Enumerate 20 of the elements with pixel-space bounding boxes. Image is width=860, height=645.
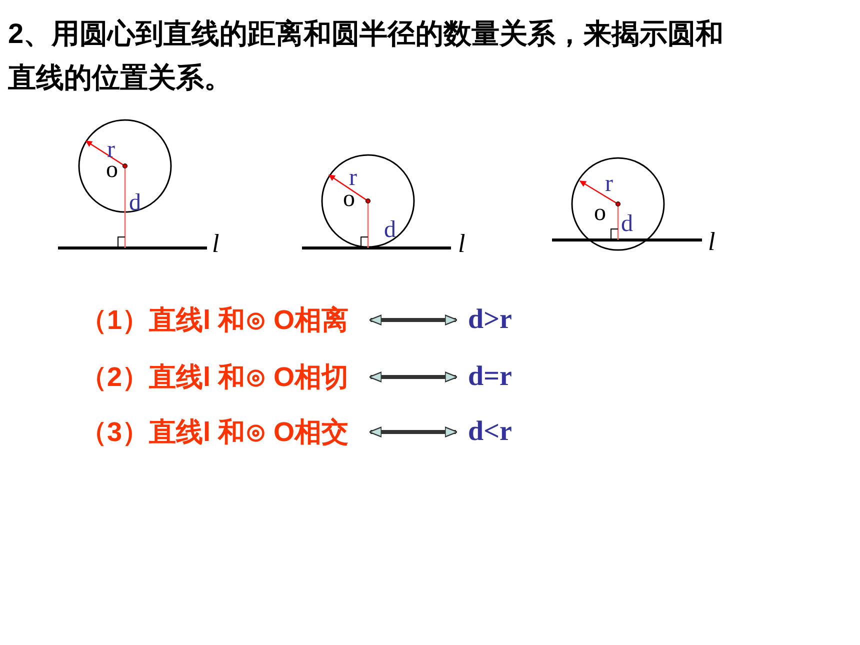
double-arrow (368, 372, 458, 382)
relation-statement: （2）直线l 和⊙ O相切 (80, 361, 349, 393)
condition-text: d>r (468, 304, 512, 336)
double-arrow (368, 314, 458, 326)
relation-statement: （3）直线l 和⊙ O相交 (80, 416, 349, 448)
relation-statement: （1）直线l 和⊙ O相离 (80, 304, 349, 336)
figure-label: l (212, 232, 220, 256)
figure-label: l (708, 230, 716, 254)
figure-label: o (343, 187, 355, 211)
figure-label: d (621, 212, 633, 236)
condition-text: d<r (468, 416, 512, 448)
figure-label: l (458, 232, 466, 256)
figure-label: r (605, 172, 613, 196)
figure-label: r (349, 166, 357, 190)
heading: 2、用圆心到直线的距离和圆半径的数量关系，来揭示圆和直线的位置关系。 (8, 17, 725, 95)
figure-label: o (594, 201, 606, 225)
figure-label: d (129, 191, 141, 215)
double-arrow (368, 426, 458, 438)
figure-label: d (384, 218, 396, 242)
condition-text: d=r (468, 361, 512, 393)
